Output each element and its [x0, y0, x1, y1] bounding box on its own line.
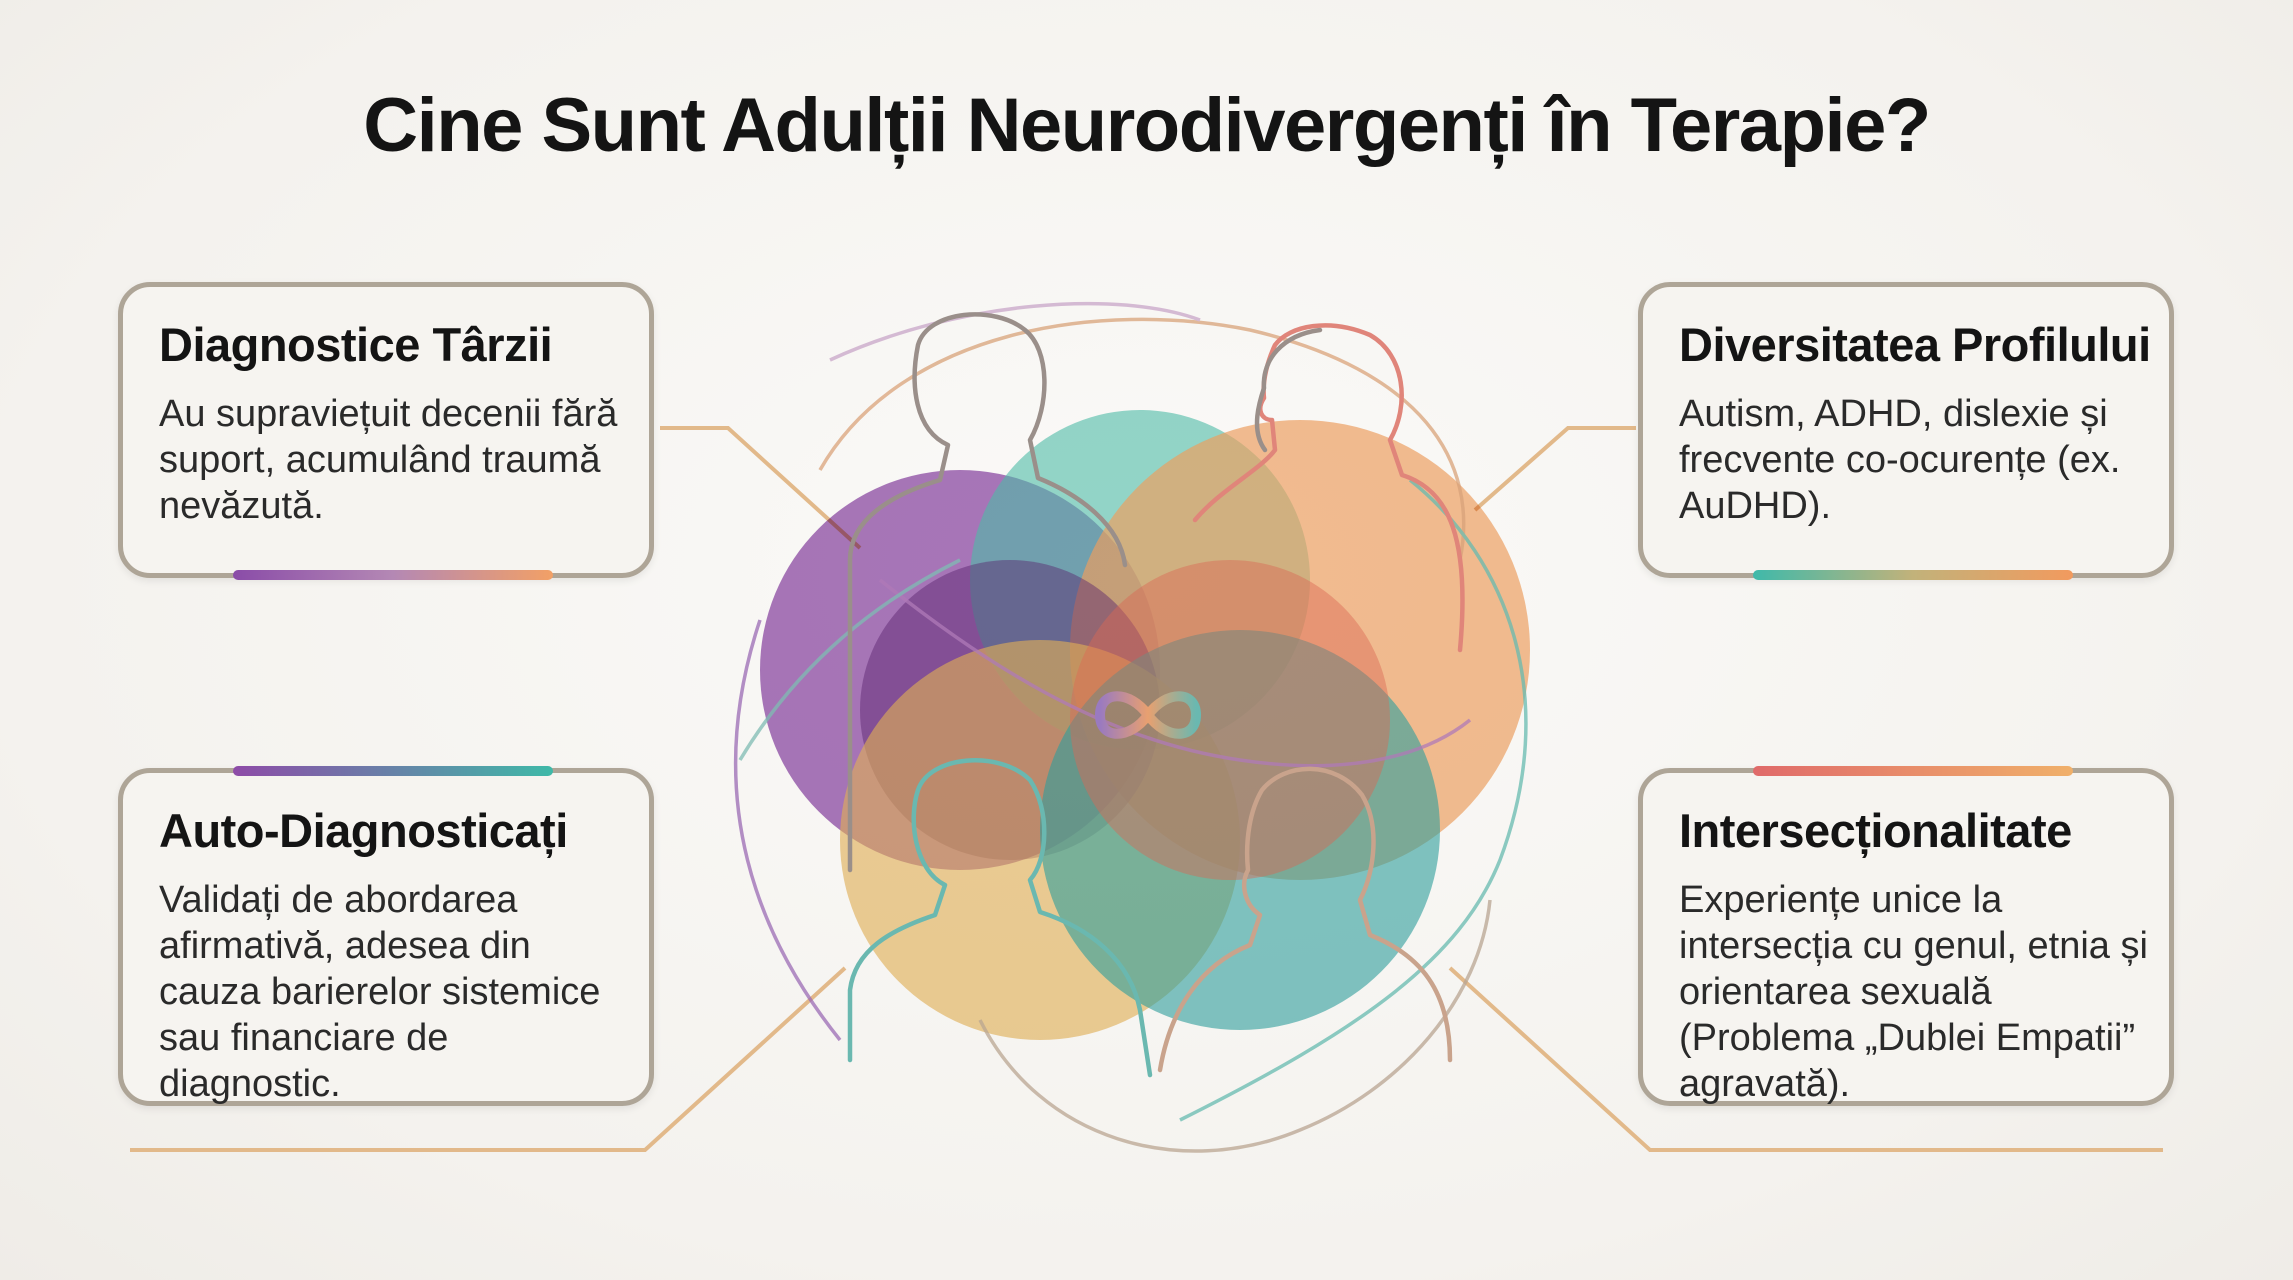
card-heading: Diversitatea Profilului	[1679, 318, 2151, 371]
card-heading: Diagnostice Târzii	[159, 318, 553, 371]
card-accent-bar	[1753, 766, 2073, 776]
person-top-right	[1192, 323, 1465, 653]
connector-bottom-left	[130, 966, 847, 1152]
person-bottom-right	[1157, 766, 1453, 1073]
card-body: Autism, ADHD, dislexie și frecvente co-o…	[1679, 392, 2121, 527]
person-top-left	[847, 312, 1128, 873]
page-title: Cine Sunt Adulții Neurodivergenți în Ter…	[363, 83, 1931, 168]
card-body: Experiențe unice la intersecția cu genul…	[1679, 878, 2148, 1105]
venn-circles	[760, 410, 1530, 1040]
card-accent-bar	[233, 570, 553, 580]
person-silhouettes	[847, 312, 1465, 1078]
card-accent-bar	[1753, 570, 2073, 580]
card-intersectionality: Intersecționalitate Experiențe unice la …	[1638, 766, 2174, 1106]
connector-top-right	[1473, 426, 1636, 512]
card-heading: Auto-Diagnosticați	[159, 804, 568, 857]
card-late-diagnosis: Diagnostice Târzii Au supraviețuit decen…	[118, 282, 654, 580]
card-body: Validați de abordarea afirmativă, adesea…	[159, 878, 601, 1105]
card-body: Au supraviețuit decenii fără suport, acu…	[159, 392, 618, 527]
card-self-diagnosed: Auto-Diagnosticați Validați de abordarea…	[118, 766, 654, 1106]
card-accent-bar	[233, 766, 553, 776]
person-bottom-left	[847, 758, 1153, 1078]
infinity-icon	[1094, 691, 1202, 739]
person-top-right-outline	[1254, 327, 1323, 453]
circle-red	[1070, 560, 1390, 880]
card-heading: Intersecționalitate	[1679, 804, 2072, 857]
connector-top-left	[660, 426, 862, 550]
flow-lines	[733, 301, 1528, 1153]
connector-bottom-right	[1448, 966, 2163, 1152]
card-profile-diversity: Diversitatea Profilului Autism, ADHD, di…	[1638, 282, 2174, 580]
connector-lines	[130, 426, 2163, 1152]
